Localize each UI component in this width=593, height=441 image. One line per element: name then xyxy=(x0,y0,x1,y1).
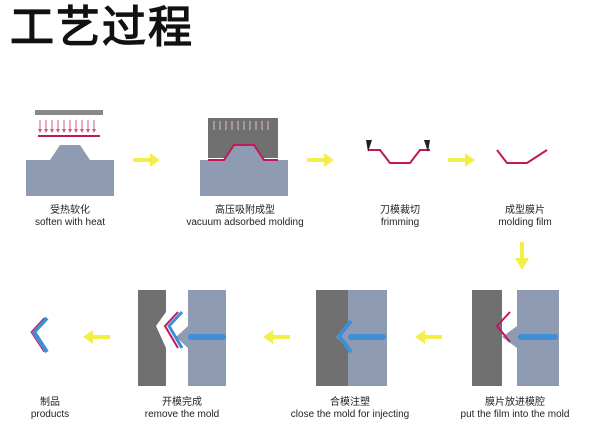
product-part-plastic xyxy=(167,310,184,349)
step-remove-illustration xyxy=(138,290,226,386)
caption-en: products xyxy=(30,409,70,420)
step-injection-illustration xyxy=(316,290,387,386)
caption-en: soften with heat xyxy=(34,217,106,228)
step-soften-illustration xyxy=(26,110,114,196)
caption-zh: 合模注塑 xyxy=(330,397,370,408)
formed-film xyxy=(208,144,278,161)
caption-en: put the film into the mold xyxy=(460,409,570,420)
molding-film xyxy=(496,149,548,164)
caption-step-2: 高压吸附成型 vacuum adsorbed molding xyxy=(175,205,315,229)
step-insert-illustration xyxy=(472,290,559,386)
knife-icon xyxy=(424,140,430,152)
dark-mold-half xyxy=(138,290,166,386)
product-part xyxy=(163,311,179,349)
step-vacuum-illustration xyxy=(200,118,288,196)
caption-zh: 膜片放进模腔 xyxy=(485,397,545,408)
final-product-film xyxy=(30,317,45,353)
injection-channel xyxy=(188,334,226,340)
caption-en: frimming xyxy=(380,217,420,228)
step-film-illustration xyxy=(496,149,548,164)
heater-plate xyxy=(35,110,103,115)
caption-zh: 高压吸附成型 xyxy=(215,205,275,216)
caption-step-5: 膜片放进模腔 put the film into the mold xyxy=(445,397,585,421)
trimmed-film xyxy=(368,149,430,164)
caption-en: molding film xyxy=(498,217,552,228)
mold-block xyxy=(200,145,288,196)
arrow-right-2 xyxy=(307,153,334,167)
caption-step-8: 制品 products xyxy=(15,397,85,421)
final-product xyxy=(31,316,49,354)
film-in-mold xyxy=(495,311,511,343)
caption-step-6: 合模注塑 close the mold for injecting xyxy=(270,397,430,421)
caption-step-1: 受热软化 soften with heat xyxy=(20,205,120,229)
arrow-left-2 xyxy=(263,330,290,344)
dark-mold-half xyxy=(472,290,502,386)
caption-en: vacuum adsorbed molding xyxy=(186,217,304,228)
caption-zh: 开模完成 xyxy=(162,397,202,408)
step-product-illustration xyxy=(30,316,49,354)
arrow-right-1 xyxy=(133,153,160,167)
page-title: 工艺过程 xyxy=(10,2,194,53)
arrow-down xyxy=(515,242,529,270)
caption-zh: 制品 xyxy=(40,397,60,408)
knife-icon xyxy=(366,140,372,152)
caption-en: close the mold for injecting xyxy=(290,409,410,420)
caption-step-7: 开模完成 remove the mold xyxy=(132,397,232,421)
mold-block xyxy=(26,145,114,196)
plastic-in-cavity xyxy=(336,319,353,354)
caption-zh: 受热软化 xyxy=(50,205,90,216)
arrow-left-3 xyxy=(83,330,110,344)
caption-step-3: 刀模裁切 frimming xyxy=(355,205,445,229)
caption-zh: 刀模裁切 xyxy=(380,205,420,216)
arrow-right-3 xyxy=(448,153,475,167)
caption-en: remove the mold xyxy=(144,409,220,420)
arrow-left-1 xyxy=(415,330,442,344)
step-trimming-illustration xyxy=(366,140,430,164)
caption-step-4: 成型膜片 molding film xyxy=(480,205,570,229)
caption-zh: 成型膜片 xyxy=(505,205,545,216)
injection-channel xyxy=(348,334,386,340)
vacuum-arrows-icon xyxy=(213,121,269,130)
heat-arrows-icon xyxy=(38,120,96,133)
injection-channel xyxy=(518,334,558,340)
